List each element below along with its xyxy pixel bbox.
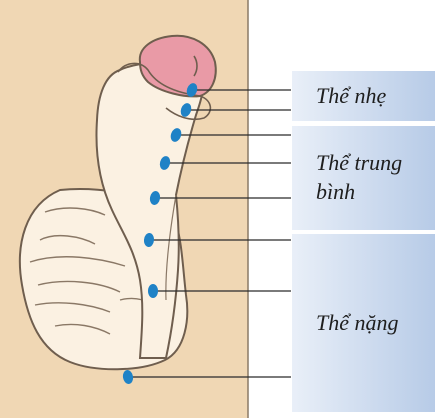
label-moderate-line1: Thể trung <box>316 149 402 178</box>
label-severe: Thể nặng <box>292 234 435 412</box>
label-mild-text: Thể nhẹ <box>316 83 386 109</box>
label-mild: Thể nhẹ <box>292 71 435 121</box>
marker-7 <box>148 284 158 298</box>
label-severe-text: Thể nặng <box>316 310 399 336</box>
label-moderate-line2: bình <box>316 178 355 207</box>
label-moderate: Thể trung bình <box>292 126 435 230</box>
